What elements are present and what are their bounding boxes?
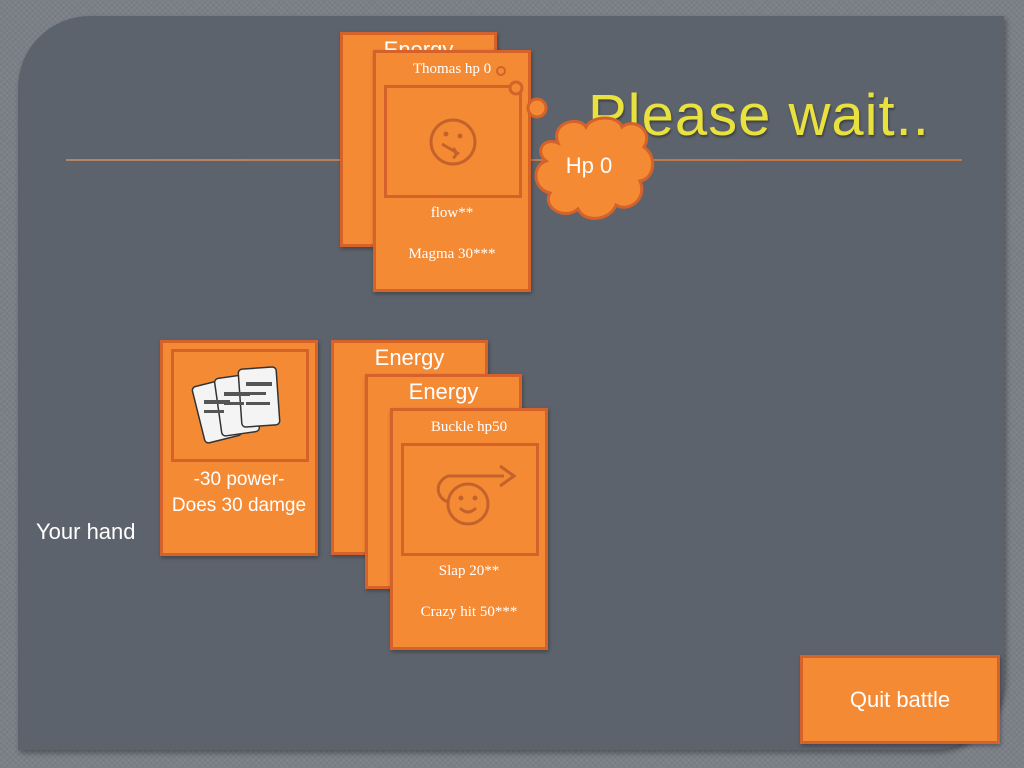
face-arrow-icon <box>436 464 517 526</box>
energy-card-label: Energy <box>408 379 479 404</box>
opponent-move-2: Magma 30*** <box>408 246 496 262</box>
power-card-text: -30 power- Does 30 damge <box>171 469 307 516</box>
thought-bubble-icon <box>534 116 655 220</box>
character-card-picture <box>401 443 539 556</box>
character-move-1: Slap 20** <box>438 563 500 579</box>
quit-battle-button[interactable]: Quit battle <box>800 655 1000 744</box>
thought-bubble-dots <box>496 66 548 119</box>
opponent-hp-bubble-text: Hp 0 <box>565 153 613 178</box>
cards-icon <box>191 366 281 444</box>
opponent-card-picture <box>384 85 522 198</box>
opponent-card-name: Thomas hp 0 <box>412 61 492 77</box>
character-move-2: Crazy hit 50*** <box>420 604 518 620</box>
energy-card-label: Energy <box>374 345 445 370</box>
power-card[interactable]: -30 power- Does 30 damge <box>160 340 318 556</box>
your-hand-label: Your hand <box>36 519 136 544</box>
opponent-move-1: flow** <box>430 205 474 221</box>
power-card-picture <box>171 349 309 462</box>
opponent-character-card: Thomas hp 0 flow** Magma 30*** <box>373 50 531 292</box>
character-card-name: Buckle hp50 <box>430 419 508 435</box>
character-card[interactable]: Buckle hp50 Slap 20** Crazy hit 50*** <box>390 408 548 650</box>
confused-face-icon <box>429 118 477 166</box>
